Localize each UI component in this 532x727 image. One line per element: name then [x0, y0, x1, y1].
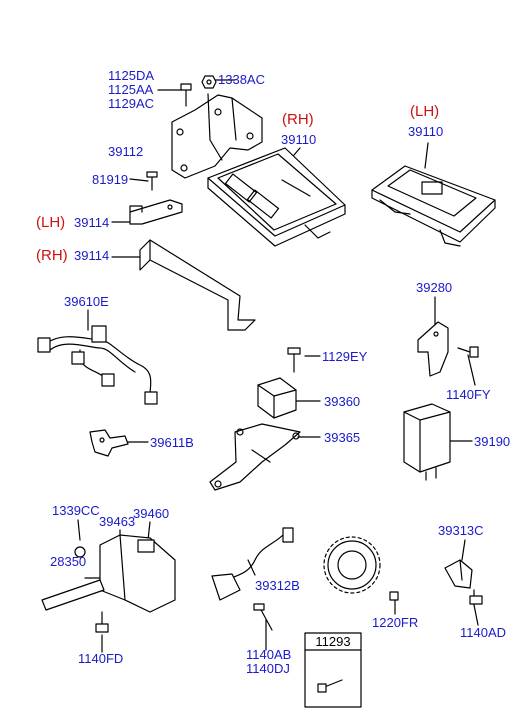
- wiring-harness-39610e: [37, 325, 158, 405]
- label-39110-lh: 39110: [408, 124, 443, 139]
- part-11293-box: [304, 632, 362, 708]
- label-1339cc: 1339CC: [52, 503, 100, 518]
- target-wheel-gear: [323, 536, 381, 594]
- bracket-39280: [417, 321, 449, 377]
- label-1125da: 1125DA: [108, 68, 154, 83]
- bolt-1125-icon: [180, 83, 192, 107]
- label-39365: 39365: [324, 430, 360, 445]
- label-39610e: 39610E: [64, 294, 109, 309]
- bolt-81919-icon: [146, 171, 158, 191]
- label-1140fy: 1140FY: [446, 387, 491, 402]
- label-28350: 28350: [50, 554, 86, 569]
- sensor-assembly-39460: [41, 534, 176, 633]
- sensor-39313c: [444, 559, 473, 589]
- bracket-39112: [171, 93, 263, 179]
- label-11293: 11293: [315, 634, 350, 649]
- label-39360: 39360: [324, 394, 360, 409]
- ecu-rh-39110: [207, 147, 346, 247]
- label-81919: 81919: [92, 172, 128, 187]
- bracket-39114-lh: [129, 199, 183, 225]
- label-1129ac: 1129AC: [108, 96, 154, 111]
- label-1125aa: 1125AA: [108, 82, 154, 97]
- bracket-39365: [209, 423, 301, 491]
- bolt-1220fr-icon: [389, 591, 399, 601]
- label-39312b: 39312B: [255, 578, 300, 593]
- label-1129ey: 1129EY: [322, 349, 368, 364]
- bracket-39611b: [89, 429, 129, 457]
- label-1140ad: 1140AD: [460, 625, 506, 640]
- label-lh-mid: (LH): [36, 214, 65, 231]
- ecu-lh-39110: [371, 165, 496, 247]
- bracket-39114-rh: [139, 239, 256, 331]
- label-1140ab: 1140AB: [246, 647, 291, 662]
- label-39611b: 39611B: [150, 435, 194, 450]
- label-lh-top: (LH): [410, 103, 439, 120]
- bolt-1140fy-icon: [457, 346, 479, 358]
- label-39460: 39460: [133, 506, 169, 521]
- label-rh-top: (RH): [282, 111, 314, 128]
- label-1220fr: 1220FR: [372, 615, 418, 630]
- bolt-1140ab-icon: [253, 603, 273, 631]
- label-1338ac: 1338AC: [218, 72, 265, 87]
- label-39114-lh: 39114: [74, 215, 109, 230]
- label-1140fd: 1140FD: [78, 651, 123, 666]
- nut-1338ac-icon: [201, 75, 217, 89]
- bolt-1129ey-icon: [287, 347, 301, 373]
- label-39463: 39463: [99, 514, 135, 529]
- sensor-39360: [257, 377, 297, 419]
- label-39190: 39190: [474, 434, 510, 449]
- label-rh-mid: (RH): [36, 247, 68, 264]
- sensor-39312b: [211, 527, 294, 601]
- label-39313c: 39313C: [438, 523, 484, 538]
- label-39112: 39112: [108, 144, 143, 159]
- label-1140dj: 1140DJ: [246, 661, 290, 676]
- relay-39190: [403, 403, 451, 481]
- label-39280: 39280: [416, 280, 452, 295]
- bolt-1140ad-icon: [469, 589, 483, 606]
- label-39110-rh: 39110: [281, 132, 316, 147]
- label-39114-rh: 39114: [74, 248, 109, 263]
